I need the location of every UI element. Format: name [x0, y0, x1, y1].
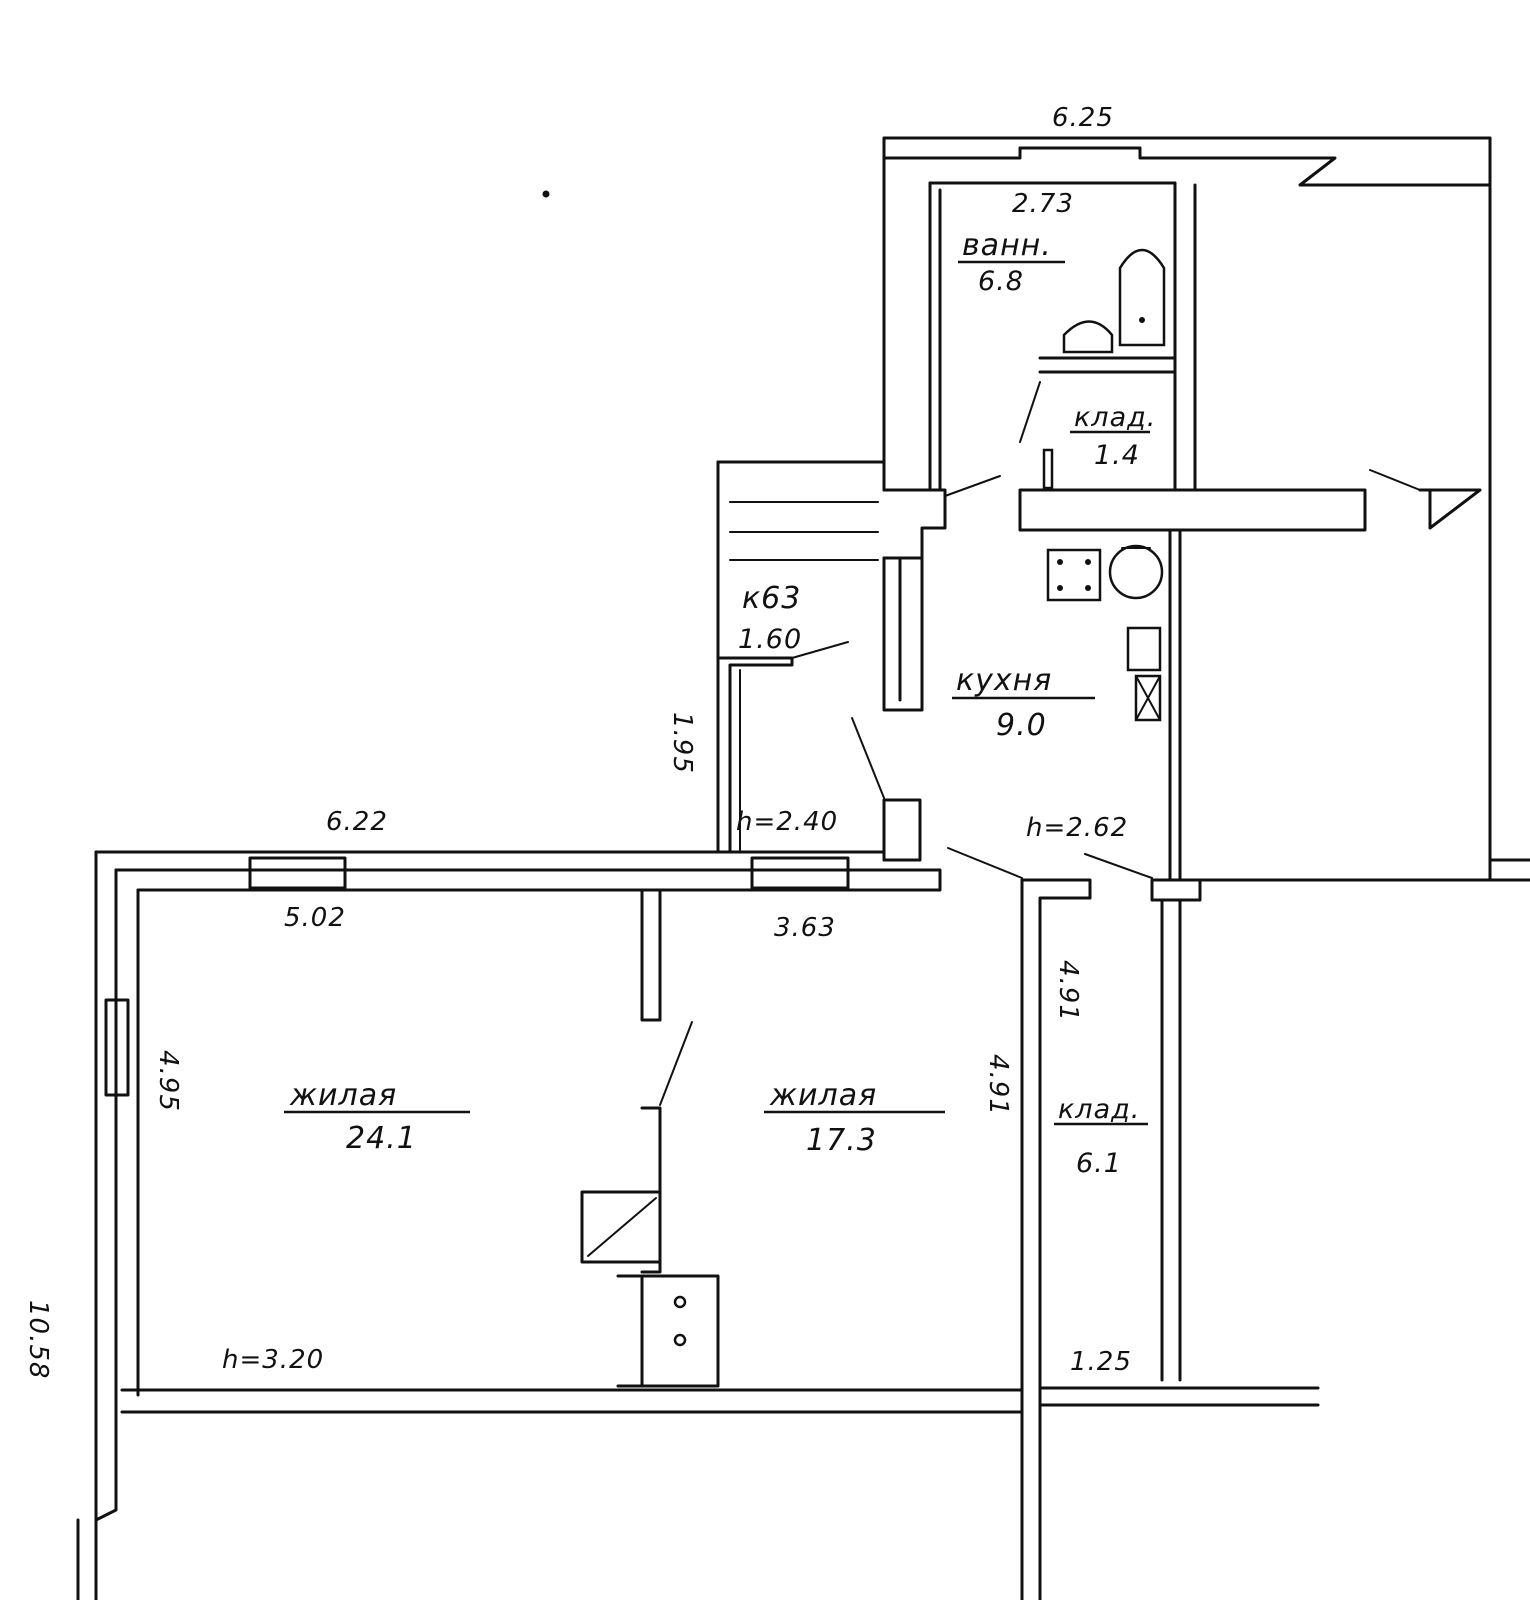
stove-icon	[1046, 548, 1102, 602]
bath-name: ванн.	[962, 228, 1052, 263]
dim-overall-height: 10.58	[23, 1300, 53, 1379]
kitchen-name: кухня	[956, 663, 1052, 698]
room-labels: ванн. 6.8 клад. 1.4 к63 1.60 кухня 9.0 ж…	[284, 228, 1156, 1179]
room-large-area: 24.1	[346, 1121, 417, 1156]
dimension-labels: 6.25 2.73 6.22 5.02 3.63 4.95 1.95 4.91 …	[23, 103, 1132, 1379]
dim-top-overall: 6.25	[1052, 103, 1114, 133]
lobby-area: 1.60	[738, 624, 802, 655]
dim-front-wall: 6.22	[326, 807, 388, 837]
corridor-area: 6.1	[1076, 1148, 1122, 1179]
ceiling-living: h=3.20	[222, 1345, 324, 1375]
door-swings	[659, 381, 1153, 1106]
pantry-area: 1.4	[1094, 440, 1140, 471]
stove-burner-icon-2	[673, 1333, 687, 1347]
dim-hall-height: 4.91	[983, 1054, 1013, 1116]
bath-area: 6.8	[978, 266, 1024, 297]
upper-wing-walls	[882, 136, 1530, 882]
dim-room-left-width: 5.02	[284, 903, 346, 933]
room-large-name: жилая	[289, 1078, 397, 1113]
lower-wing-walls	[76, 850, 1320, 1600]
dim-room-left-height: 4.95	[153, 1050, 183, 1112]
bathtub-icon	[1118, 248, 1166, 347]
room-small-name: жилая	[769, 1078, 877, 1113]
room-small-area: 17.3	[806, 1123, 877, 1158]
dim-room-right-width: 3.63	[774, 913, 836, 943]
stove-burner-icon	[673, 1295, 687, 1309]
dim-corridor-width: 1.25	[1070, 1347, 1132, 1377]
fixtures	[673, 248, 1166, 1347]
toilet-icon	[1062, 320, 1114, 354]
corridor-name: клад.	[1058, 1094, 1140, 1125]
kitchen-area: 9.0	[996, 708, 1047, 743]
dim-lobby-height: 1.95	[667, 712, 697, 774]
pantry-name: клад.	[1074, 402, 1156, 433]
sink-icon	[1126, 626, 1162, 672]
dim-corridor-height: 4.91	[1053, 960, 1083, 1022]
lobby-walls	[716, 460, 922, 862]
ceiling-lobby: h=2.40	[736, 807, 838, 837]
water-heater-icon	[1108, 544, 1164, 600]
dim-bath-width: 2.73	[1012, 189, 1074, 219]
stray-mark	[542, 190, 550, 198]
ceiling-kitchen: h=2.62	[1026, 813, 1128, 843]
lobby-name: к63	[742, 581, 801, 616]
